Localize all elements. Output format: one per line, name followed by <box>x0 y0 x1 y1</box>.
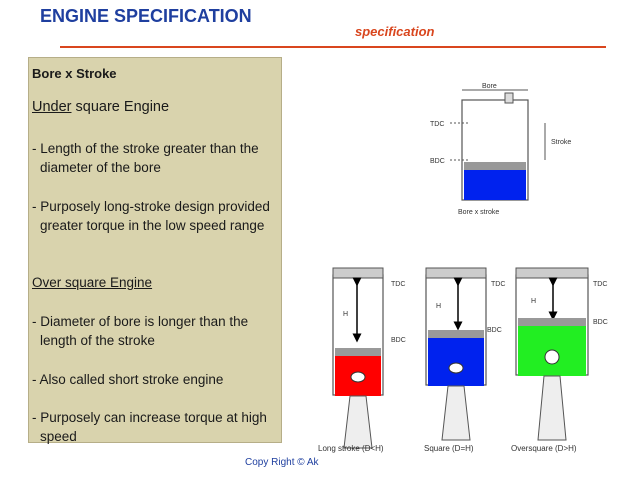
square-caption: Square (D=H) <box>424 444 474 453</box>
over-pin <box>544 349 560 365</box>
square-bdc-label: BDC <box>487 327 502 334</box>
long-h-label: H <box>343 311 348 318</box>
over-caption: Oversquare (D>H) <box>511 444 577 453</box>
long-bdc-label: BDC <box>391 337 406 344</box>
long-pin <box>350 371 366 383</box>
bore-stroke-diagram: Bore TDC BDC Stroke Bore x stroke <box>430 83 571 216</box>
top-caption: Bore x stroke <box>458 209 499 216</box>
under-point-1-text: - Length of the stroke greater than the … <box>32 141 259 175</box>
over-square-heading: Over square Engine <box>32 275 153 290</box>
square-tdc-label: TDC <box>491 281 505 288</box>
over-point-3-text: - Purposely can increase torque at high … <box>32 410 267 444</box>
over-point-3: - Purposely can increase torque at high … <box>32 408 280 446</box>
title-divider <box>60 46 606 48</box>
top-bdc-label: BDC <box>430 158 445 165</box>
over-point-2-text: - Also called short stroke engine <box>32 372 224 387</box>
square-rod <box>441 385 471 441</box>
over-bdc-label: BDC <box>593 319 608 326</box>
over-point-2: - Also called short stroke engine <box>32 370 280 389</box>
long-stroke-diagram: H TDC BDC Long stroke (D<H) <box>318 267 406 453</box>
over-h-label: H <box>531 298 536 305</box>
over-head <box>515 267 589 279</box>
under-point-2: - Purposely long-stroke design provided … <box>32 197 280 235</box>
under-point-2-text: - Purposely long-stroke design provided … <box>32 199 270 233</box>
over-point-1: - Diameter of bore is longer than the le… <box>32 312 280 350</box>
over-point-1-text: - Diameter of bore is longer than the le… <box>32 314 249 348</box>
long-rod <box>343 395 373 449</box>
over-tdc-label: TDC <box>593 281 607 288</box>
square-pin <box>448 362 464 374</box>
bore-label: Bore <box>482 83 497 90</box>
square-head <box>425 267 487 279</box>
piston-rings <box>464 162 526 170</box>
text-panel: Bore x Stroke Under square Engine - Leng… <box>28 57 282 446</box>
square-diagram: H TDC BDC Square (D=H) <box>424 267 505 453</box>
long-tdc-label: TDC <box>391 281 405 288</box>
long-rings <box>335 348 381 356</box>
long-head <box>332 267 384 279</box>
panel-heading: Bore x Stroke <box>32 66 117 81</box>
long-caption: Long stroke (D<H) <box>318 444 384 453</box>
square-piston <box>428 338 484 386</box>
over-rod <box>537 375 567 441</box>
stroke-label: Stroke <box>551 139 571 146</box>
top-tdc-label: TDC <box>430 121 444 128</box>
page-subtitle: specification <box>355 24 435 39</box>
page-title: ENGINE SPECIFICATION <box>40 6 252 26</box>
under-square-heading: Under square Engine <box>32 98 169 117</box>
oversquare-diagram: H TDC BDC Oversquare (D>H) <box>511 267 608 453</box>
under-rest: square Engine <box>71 99 170 115</box>
footer-copyright: Copy Right © Ak <box>245 457 319 468</box>
square-rings <box>428 330 484 338</box>
top-piston <box>464 170 526 200</box>
under-point-1: - Length of the stroke greater than the … <box>32 139 280 177</box>
square-h-label: H <box>436 303 441 310</box>
under-prefix: Under <box>32 99 72 115</box>
over-rings <box>518 318 586 326</box>
spark-plug-shape <box>504 92 514 104</box>
